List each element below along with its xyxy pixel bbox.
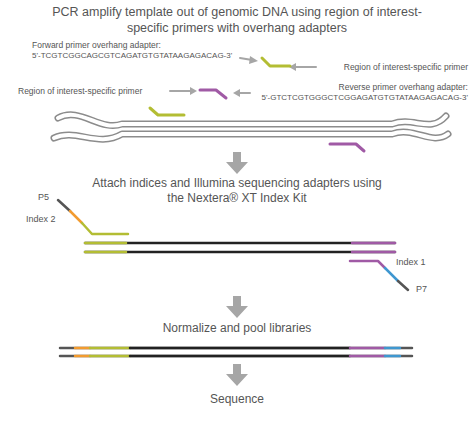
- adapter-sequence-holder: 5'-GTCTCGTGGGCTCGGAGATGTGTATAAGAGACAG-3': [262, 93, 468, 103]
- primer-note-holder: Region of interest-specific primer: [344, 62, 468, 72]
- primer-note: Region of interest-specific primer: [344, 62, 468, 72]
- index-name-holder: Index 1: [396, 257, 426, 268]
- adapter-sequence: 5'-GTCTCGTGGGCTCGGAGATGTGTATAAGAGACAG-3': [262, 93, 468, 103]
- adapter-sequence-holder: 5'-TCGTCGGCAGCGTCAGATGTGTATAAGAGACAG-3': [32, 51, 232, 61]
- adapter-title-holder: Forward primer overhang adapter:: [32, 40, 161, 50]
- step-heading: Attach indices and Illumina sequencing a…: [87, 176, 387, 206]
- step-heading-holder: Sequence: [137, 392, 337, 407]
- primer-note: Region of interest-specific primer: [18, 86, 142, 96]
- adapter-sequence: 5'-TCGTCGGCAGCGTCAGATGTGTATAAGAGACAG-3': [32, 51, 232, 61]
- step-heading: Sequence: [137, 392, 337, 407]
- reverse-primer: [200, 90, 226, 98]
- adapter-name: P5: [38, 192, 49, 203]
- step-heading-holder: Attach indices and Illumina sequencing a…: [87, 176, 387, 206]
- adapter-name: P7: [416, 284, 427, 295]
- index-pcr-product: [58, 200, 408, 290]
- adapter-name-holder: P7: [416, 284, 427, 295]
- index-name: Index 1: [396, 257, 426, 268]
- pointer-arrows: [170, 58, 316, 93]
- adapter-title: Forward primer overhang adapter:: [32, 40, 161, 50]
- index-name: Index 2: [26, 214, 56, 225]
- step-heading: PCR amplify template out of genomic DNA …: [37, 4, 437, 36]
- step-heading-holder: PCR amplify template out of genomic DNA …: [37, 4, 437, 36]
- index-name-holder: Index 2: [26, 214, 56, 225]
- adapter-title-holder: Reverse primer overhang adapter:: [339, 82, 468, 92]
- pointer-heads: [190, 56, 296, 97]
- adapter-name-holder: P5: [38, 192, 49, 203]
- annealed-forward-primer: [150, 108, 184, 115]
- annealed-reverse-primer: [330, 144, 364, 151]
- step-heading: Normalize and pool libraries: [87, 321, 387, 336]
- adapter-title: Reverse primer overhang adapter:: [339, 82, 468, 92]
- pooled-library: [60, 348, 412, 356]
- genomic-dna: [54, 115, 448, 139]
- step-heading-holder: Normalize and pool libraries: [87, 321, 387, 336]
- primer-note-holder: Region of interest-specific primer: [18, 86, 142, 96]
- forward-primer: [262, 58, 290, 66]
